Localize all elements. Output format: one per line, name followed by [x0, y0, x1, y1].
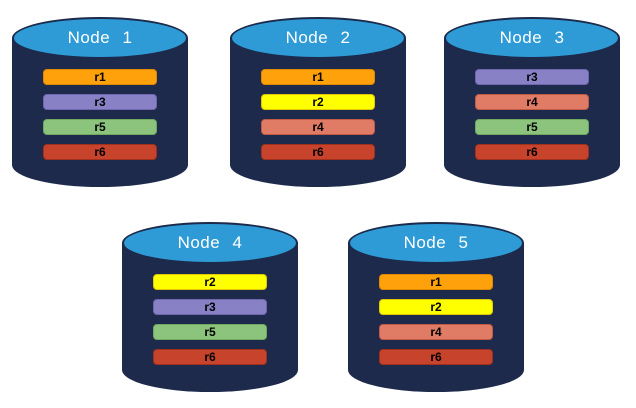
database-cylinder-top: Node 3 — [444, 17, 620, 59]
replica-bar-r5: r5 — [475, 119, 589, 135]
node-4-cylinder: Node 4 r2 r3 r5 r6 — [122, 222, 298, 392]
replica-bar-r6: r6 — [261, 144, 375, 160]
replica-label: r4 — [526, 95, 538, 109]
replica-bar-r4: r4 — [475, 94, 589, 110]
replica-label: r1 — [430, 275, 442, 289]
replica-label: r4 — [312, 120, 324, 134]
node-1-cylinder: Node 1 r1 r3 r5 r6 — [12, 17, 188, 187]
replica-bar-list: r1 r2 r4 r6 — [230, 69, 406, 160]
replica-bar-r3: r3 — [153, 299, 267, 315]
replica-bar-r2: r2 — [379, 299, 493, 315]
replica-label: r4 — [430, 325, 442, 339]
replica-label: r5 — [204, 325, 216, 339]
replica-label: r5 — [94, 120, 106, 134]
replica-bar-r6: r6 — [153, 349, 267, 365]
replica-label: r2 — [204, 275, 216, 289]
replica-bar-list: r1 r2 r4 r6 — [348, 274, 524, 365]
replica-bar-r3: r3 — [43, 94, 157, 110]
replica-label: r6 — [430, 350, 442, 364]
replica-label: r3 — [526, 70, 538, 84]
replica-label: r2 — [312, 95, 324, 109]
replica-label: r6 — [526, 145, 538, 159]
node-label: Node 5 — [403, 232, 469, 252]
replica-label: r6 — [312, 145, 324, 159]
database-cylinder-top: Node 1 — [12, 17, 188, 59]
replica-bar-r2: r2 — [153, 274, 267, 290]
replica-bar-r6: r6 — [43, 144, 157, 160]
replica-bar-r1: r1 — [379, 274, 493, 290]
node-2-cylinder: Node 2 r1 r2 r4 r6 — [230, 17, 406, 187]
database-cylinder-top: Node 5 — [348, 222, 524, 264]
replica-bar-r1: r1 — [261, 69, 375, 85]
node-5-cylinder: Node 5 r1 r2 r4 r6 — [348, 222, 524, 392]
replica-bar-r4: r4 — [379, 324, 493, 340]
database-cylinder-body — [444, 38, 620, 187]
replica-bar-list: r3 r4 r5 r6 — [444, 69, 620, 160]
replica-bar-r6: r6 — [379, 349, 493, 365]
replica-bar-r2: r2 — [261, 94, 375, 110]
replica-label: r3 — [94, 95, 106, 109]
node-label: Node 1 — [67, 27, 133, 47]
replica-bar-r4: r4 — [261, 119, 375, 135]
database-cylinder-top: Node 2 — [230, 17, 406, 59]
node-label: Node 3 — [499, 27, 565, 47]
replica-bar-r1: r1 — [43, 69, 157, 85]
replica-label: r2 — [430, 300, 442, 314]
replica-label: r5 — [526, 120, 538, 134]
replica-label: r1 — [312, 70, 324, 84]
replica-label: r6 — [94, 145, 106, 159]
replica-bar-r6: r6 — [475, 144, 589, 160]
database-cylinder-body — [122, 243, 298, 392]
replica-bar-r5: r5 — [153, 324, 267, 340]
replica-label: r1 — [94, 70, 106, 84]
database-cylinder-body — [12, 38, 188, 187]
node-label: Node 2 — [285, 27, 351, 47]
replica-bar-list: r2 r3 r5 r6 — [122, 274, 298, 365]
replica-bar-r5: r5 — [43, 119, 157, 135]
database-cylinder-body — [348, 243, 524, 392]
replica-label: r6 — [204, 350, 216, 364]
replica-label: r3 — [204, 300, 216, 314]
replica-bar-r3: r3 — [475, 69, 589, 85]
node-3-cylinder: Node 3 r3 r4 r5 r6 — [444, 17, 620, 187]
database-cylinder-top: Node 4 — [122, 222, 298, 264]
node-label: Node 4 — [177, 232, 243, 252]
replica-bar-list: r1 r3 r5 r6 — [12, 69, 188, 160]
database-cylinder-body — [230, 38, 406, 187]
